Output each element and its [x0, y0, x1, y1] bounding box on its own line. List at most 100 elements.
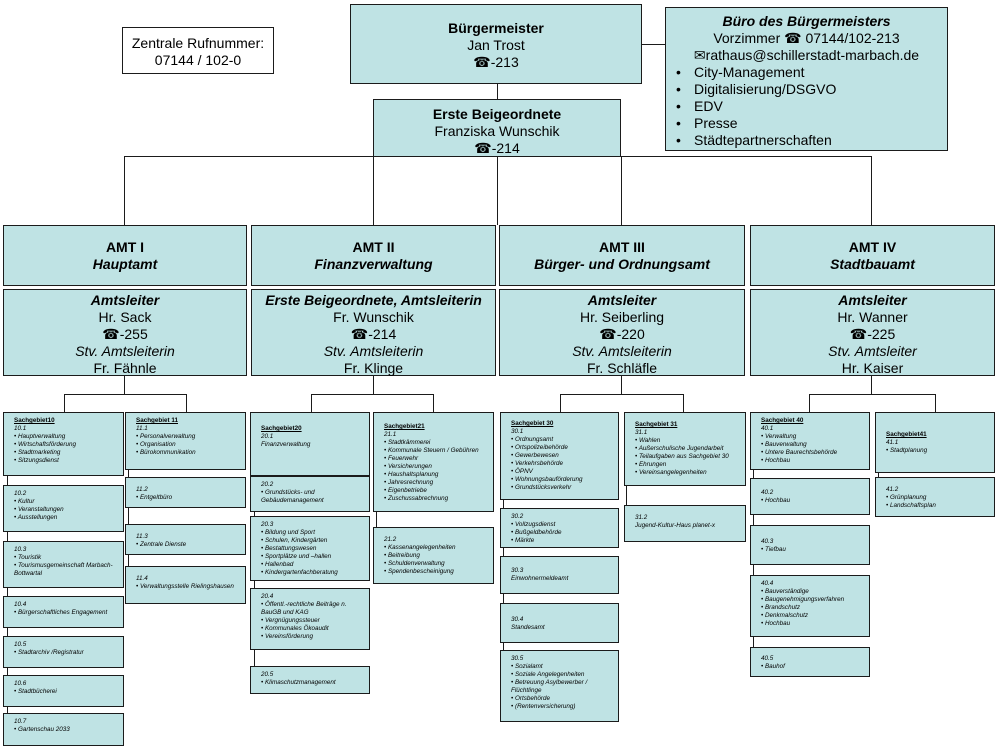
- task-item: Soziale Angelegenheiten: [511, 671, 612, 679]
- stv-name: Hr. Kaiser: [841, 360, 904, 376]
- task-item: Außerschulische Jugendarbeit: [635, 445, 739, 453]
- task-item: Ordnungsamt: [511, 436, 612, 444]
- sachgebiet-number: 20.5: [261, 671, 274, 678]
- sachgebiet-11-1: Sachgebiet 11 11.1 PersonalverwaltungOrg…: [125, 412, 246, 470]
- connector: [621, 156, 622, 225]
- task-item: Vereinsförderung: [261, 633, 363, 641]
- beigeordnete-name: Franziska Wunschik: [434, 123, 560, 139]
- task-item: Teilaufgaben aus Sachgebiet 30: [635, 453, 739, 461]
- sachgebiet-20-1: Sachgebiet20 20.1 Finanzverwaltung: [250, 412, 370, 476]
- buergermeister-phone: ☎-213: [473, 54, 519, 70]
- sachgebiet-10-1: Sachgebiet10 10.1 HauptverwaltungWirtsch…: [3, 412, 124, 476]
- buergermeister-title: Bürgermeister: [448, 20, 544, 36]
- task-item: Wohnungsbauförderung: [511, 476, 612, 484]
- sachgebiet-11-2: 11.2 Entgeltbüro: [125, 477, 246, 508]
- task-item: Hallenbad: [261, 561, 363, 569]
- task-item: Verwaltung: [761, 433, 863, 441]
- task-item: Bauhof: [761, 663, 863, 671]
- beigeordnete-box: Erste Beigeordnete Franziska Wunschik ☎-…: [373, 99, 621, 157]
- sachgebiet-20-4: 20.4 Öffentl.-rechtliche Beiträge n. Bau…: [250, 588, 370, 650]
- sachgebiet-number: 21.2: [384, 536, 397, 543]
- task-item: Baugenehmigungsverfahren: [761, 596, 863, 604]
- sachgebiet-40-1: Sachgebiet 40 40.1 VerwaltungBauverwaltu…: [750, 412, 870, 470]
- connector: [373, 156, 374, 225]
- sachgebiet-21-1: Sachgebiet21 21.1 StadtkämmereiKommunale…: [373, 412, 494, 512]
- task-item: Stadtmarketing: [14, 449, 117, 457]
- sachgebiet-30-5: 30.5 SozialamtSoziale AngelegenheitenBet…: [500, 650, 619, 722]
- sachgebiet-number: 30.5: [511, 655, 524, 662]
- stv-name: Fr. Fähnle: [93, 360, 157, 376]
- leiter-title: Amtsleiter: [90, 292, 160, 308]
- sachgebiet-number: 30.3: [511, 567, 524, 574]
- task-item: Zentrale Dienste: [136, 541, 239, 549]
- leiter-name: Hr. Wanner: [837, 309, 908, 325]
- sachgebiet-title: Sachgebiet10: [14, 417, 55, 424]
- sachgebiet-number: 11.3: [136, 533, 148, 540]
- task-item: ÖPNV: [511, 468, 612, 476]
- sachgebiet-number: 40.4: [761, 580, 774, 587]
- sachgebiet-number: 20.2: [261, 481, 274, 488]
- task-item: Stadtplanung: [886, 447, 988, 455]
- buero-email[interactable]: rathaus@schillerstadt-marbach.de: [705, 47, 920, 63]
- sachgebiet-number: 11.4: [136, 575, 148, 582]
- sachgebiet-10-4: 10.4 Bürgerschaftliches Engagement: [3, 596, 124, 628]
- sachgebiet-number: 31.2: [635, 514, 648, 521]
- amt-name: Bürger- und Ordnungsamt: [534, 256, 710, 272]
- task-item: Öffentl.-rechtliche Beiträge n. BauGB un…: [261, 601, 363, 617]
- task-item: Hauptverwaltung: [14, 433, 117, 441]
- sachgebiet-41-1: Sachgebiet41 41.1 Stadtplanung: [875, 412, 995, 473]
- connector: [311, 394, 312, 412]
- task-item: Standesamt: [511, 624, 545, 631]
- sachgebiet-title: Sachgebiet 11: [136, 417, 178, 424]
- leiter-phone: ☎-214: [350, 326, 397, 342]
- connector: [641, 44, 665, 45]
- sachgebiet-number: 10.4: [14, 601, 27, 608]
- task-item: Bußgeldbehörde: [511, 529, 612, 537]
- sachgebiet-number: 41.2: [886, 486, 899, 493]
- sachgebiet-10-2: 10.2 KulturVeranstaltungenAusstellungen: [3, 485, 124, 532]
- buero-item: Digitalisierung/DSGVO: [666, 81, 947, 98]
- amtsleiter-1-box: Amtsleiter Hr. Sack ☎-255 Stv. Amtsleite…: [3, 289, 247, 376]
- zentrale-number: 07144 / 102-0: [154, 52, 242, 68]
- task-item: Bauverständige: [761, 588, 863, 596]
- buero-list: City-Management Digitalisierung/DSGVO ED…: [666, 64, 947, 149]
- task-item: Grundstücksverkehr: [511, 484, 612, 492]
- amt-2-box: AMT II Finanzverwaltung: [251, 225, 496, 286]
- amt-3-box: AMT III Bürger- und Ordnungsamt: [499, 225, 745, 286]
- connector: [871, 376, 872, 394]
- connector: [503, 420, 504, 690]
- amt-number: AMT II: [352, 239, 395, 255]
- sachgebiet-title: Sachgebiet21: [384, 423, 425, 430]
- task-item: Wahlen: [635, 437, 739, 445]
- connector: [64, 394, 186, 395]
- task-item: Wirtschaftsförderung: [14, 441, 117, 449]
- amtsleiter-3-box: Amtsleiter Hr. Seiberling ☎-220 Stv. Amt…: [499, 289, 745, 376]
- task-item: Bürgerschaftliches Engagement: [14, 609, 117, 617]
- sachgebiet-10-6: 10.6 Stadtbücherei: [3, 675, 124, 707]
- sachgebiet-number: 40.2: [761, 489, 774, 496]
- task-item: Eigenbetriebe: [384, 487, 487, 495]
- task-item: Brandschutz: [761, 604, 863, 612]
- task-item: Jahresrechnung: [384, 479, 487, 487]
- sachgebiet-number: 40.1: [761, 425, 774, 432]
- sachgebiet-11-3: 11.3 Zentrale Dienste: [125, 524, 246, 555]
- sachgebiet-10-5: 10.5 Stadtarchiv /Registratur: [3, 636, 124, 668]
- task-item: Feuerwehr: [384, 455, 487, 463]
- connector: [560, 394, 683, 395]
- sachgebiet-30-4: 30.4 Standesamt: [500, 603, 619, 643]
- task-item: Haushaltsplanung: [384, 471, 487, 479]
- task-item: Stadtarchiv /Registratur: [14, 649, 117, 657]
- task-item: Schulen, Kindergärten: [261, 537, 363, 545]
- connector: [497, 156, 498, 225]
- sachgebiet-number: 41.1: [886, 439, 899, 446]
- connector: [186, 394, 187, 412]
- amt-name: Finanzverwaltung: [314, 256, 433, 272]
- leiter-name: Hr. Seiberling: [579, 309, 665, 325]
- task-item: Vereinsangelegenheiten: [635, 469, 739, 477]
- task-item: Kindergartenfachberatung: [261, 569, 363, 577]
- sachgebiet-number: 30.1: [511, 428, 524, 435]
- sachgebiet-30-2: 30.2 VollzugsdienstBußgeldbehördeMärkte: [500, 508, 619, 548]
- task-item: Verwaltungsstelle Rielingshausen: [136, 583, 239, 591]
- connector: [124, 376, 125, 394]
- amtsleiter-4-box: Amtsleiter Hr. Wanner ☎-225 Stv. Amtslei…: [750, 289, 995, 376]
